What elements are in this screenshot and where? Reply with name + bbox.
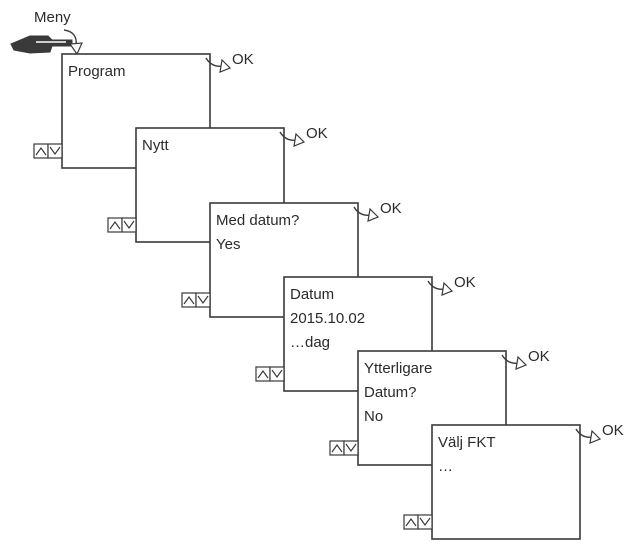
curved-arrow-icon (575, 428, 602, 444)
ok-step: OK (575, 422, 624, 444)
ok-step: OK (205, 51, 254, 73)
curved-arrow-icon (63, 29, 83, 56)
pointing-hand-icon (10, 35, 73, 54)
ok-step: OK (427, 274, 476, 296)
screen-text-line: 2015.10.02 (290, 310, 365, 327)
down-arrow-icon[interactable] (417, 514, 433, 530)
screen-text-line: Program (68, 63, 126, 80)
ok-step: OK (353, 200, 402, 222)
up-arrow-icon[interactable] (329, 440, 345, 456)
ok-label: OK (454, 274, 476, 291)
screen-text-line: … (438, 458, 453, 475)
down-arrow-icon[interactable] (47, 143, 63, 159)
screen-text-line: Yes (216, 236, 240, 253)
ok-label: OK (380, 200, 402, 217)
ok-label: OK (306, 125, 328, 142)
down-arrow-icon[interactable] (121, 217, 137, 233)
screen-text-line: …dag (290, 334, 330, 351)
screen-6: Välj FKT … OK (403, 422, 624, 540)
screen-text-line: No (364, 408, 383, 425)
screen-text-line: Datum? (364, 384, 417, 401)
ok-label: OK (528, 348, 550, 365)
ok-label: OK (602, 422, 624, 439)
up-arrow-icon[interactable] (107, 217, 123, 233)
curved-arrow-icon (353, 206, 380, 222)
screen-text-line: Nytt (142, 137, 170, 154)
down-arrow-icon[interactable] (195, 292, 211, 308)
up-arrow-icon[interactable] (181, 292, 197, 308)
menu-label: Meny (34, 9, 71, 26)
down-arrow-icon[interactable] (269, 366, 285, 382)
screen-text-line: Datum (290, 286, 334, 303)
screen-text-line: Välj FKT (438, 434, 496, 451)
ok-label: OK (232, 51, 254, 68)
down-arrow-icon[interactable] (343, 440, 359, 456)
up-arrow-icon[interactable] (255, 366, 271, 382)
up-arrow-icon[interactable] (403, 514, 419, 530)
curved-arrow-icon (205, 57, 232, 73)
ok-step: OK (279, 125, 328, 147)
screen-text-line: Med datum? (216, 212, 299, 229)
curved-arrow-icon (501, 354, 528, 370)
ok-step: OK (501, 348, 550, 370)
curved-arrow-icon (279, 131, 306, 147)
curved-arrow-icon (427, 280, 454, 296)
screen-text-line: Ytterligare (364, 360, 432, 377)
screen-frame (431, 424, 581, 540)
up-arrow-icon[interactable] (33, 143, 49, 159)
